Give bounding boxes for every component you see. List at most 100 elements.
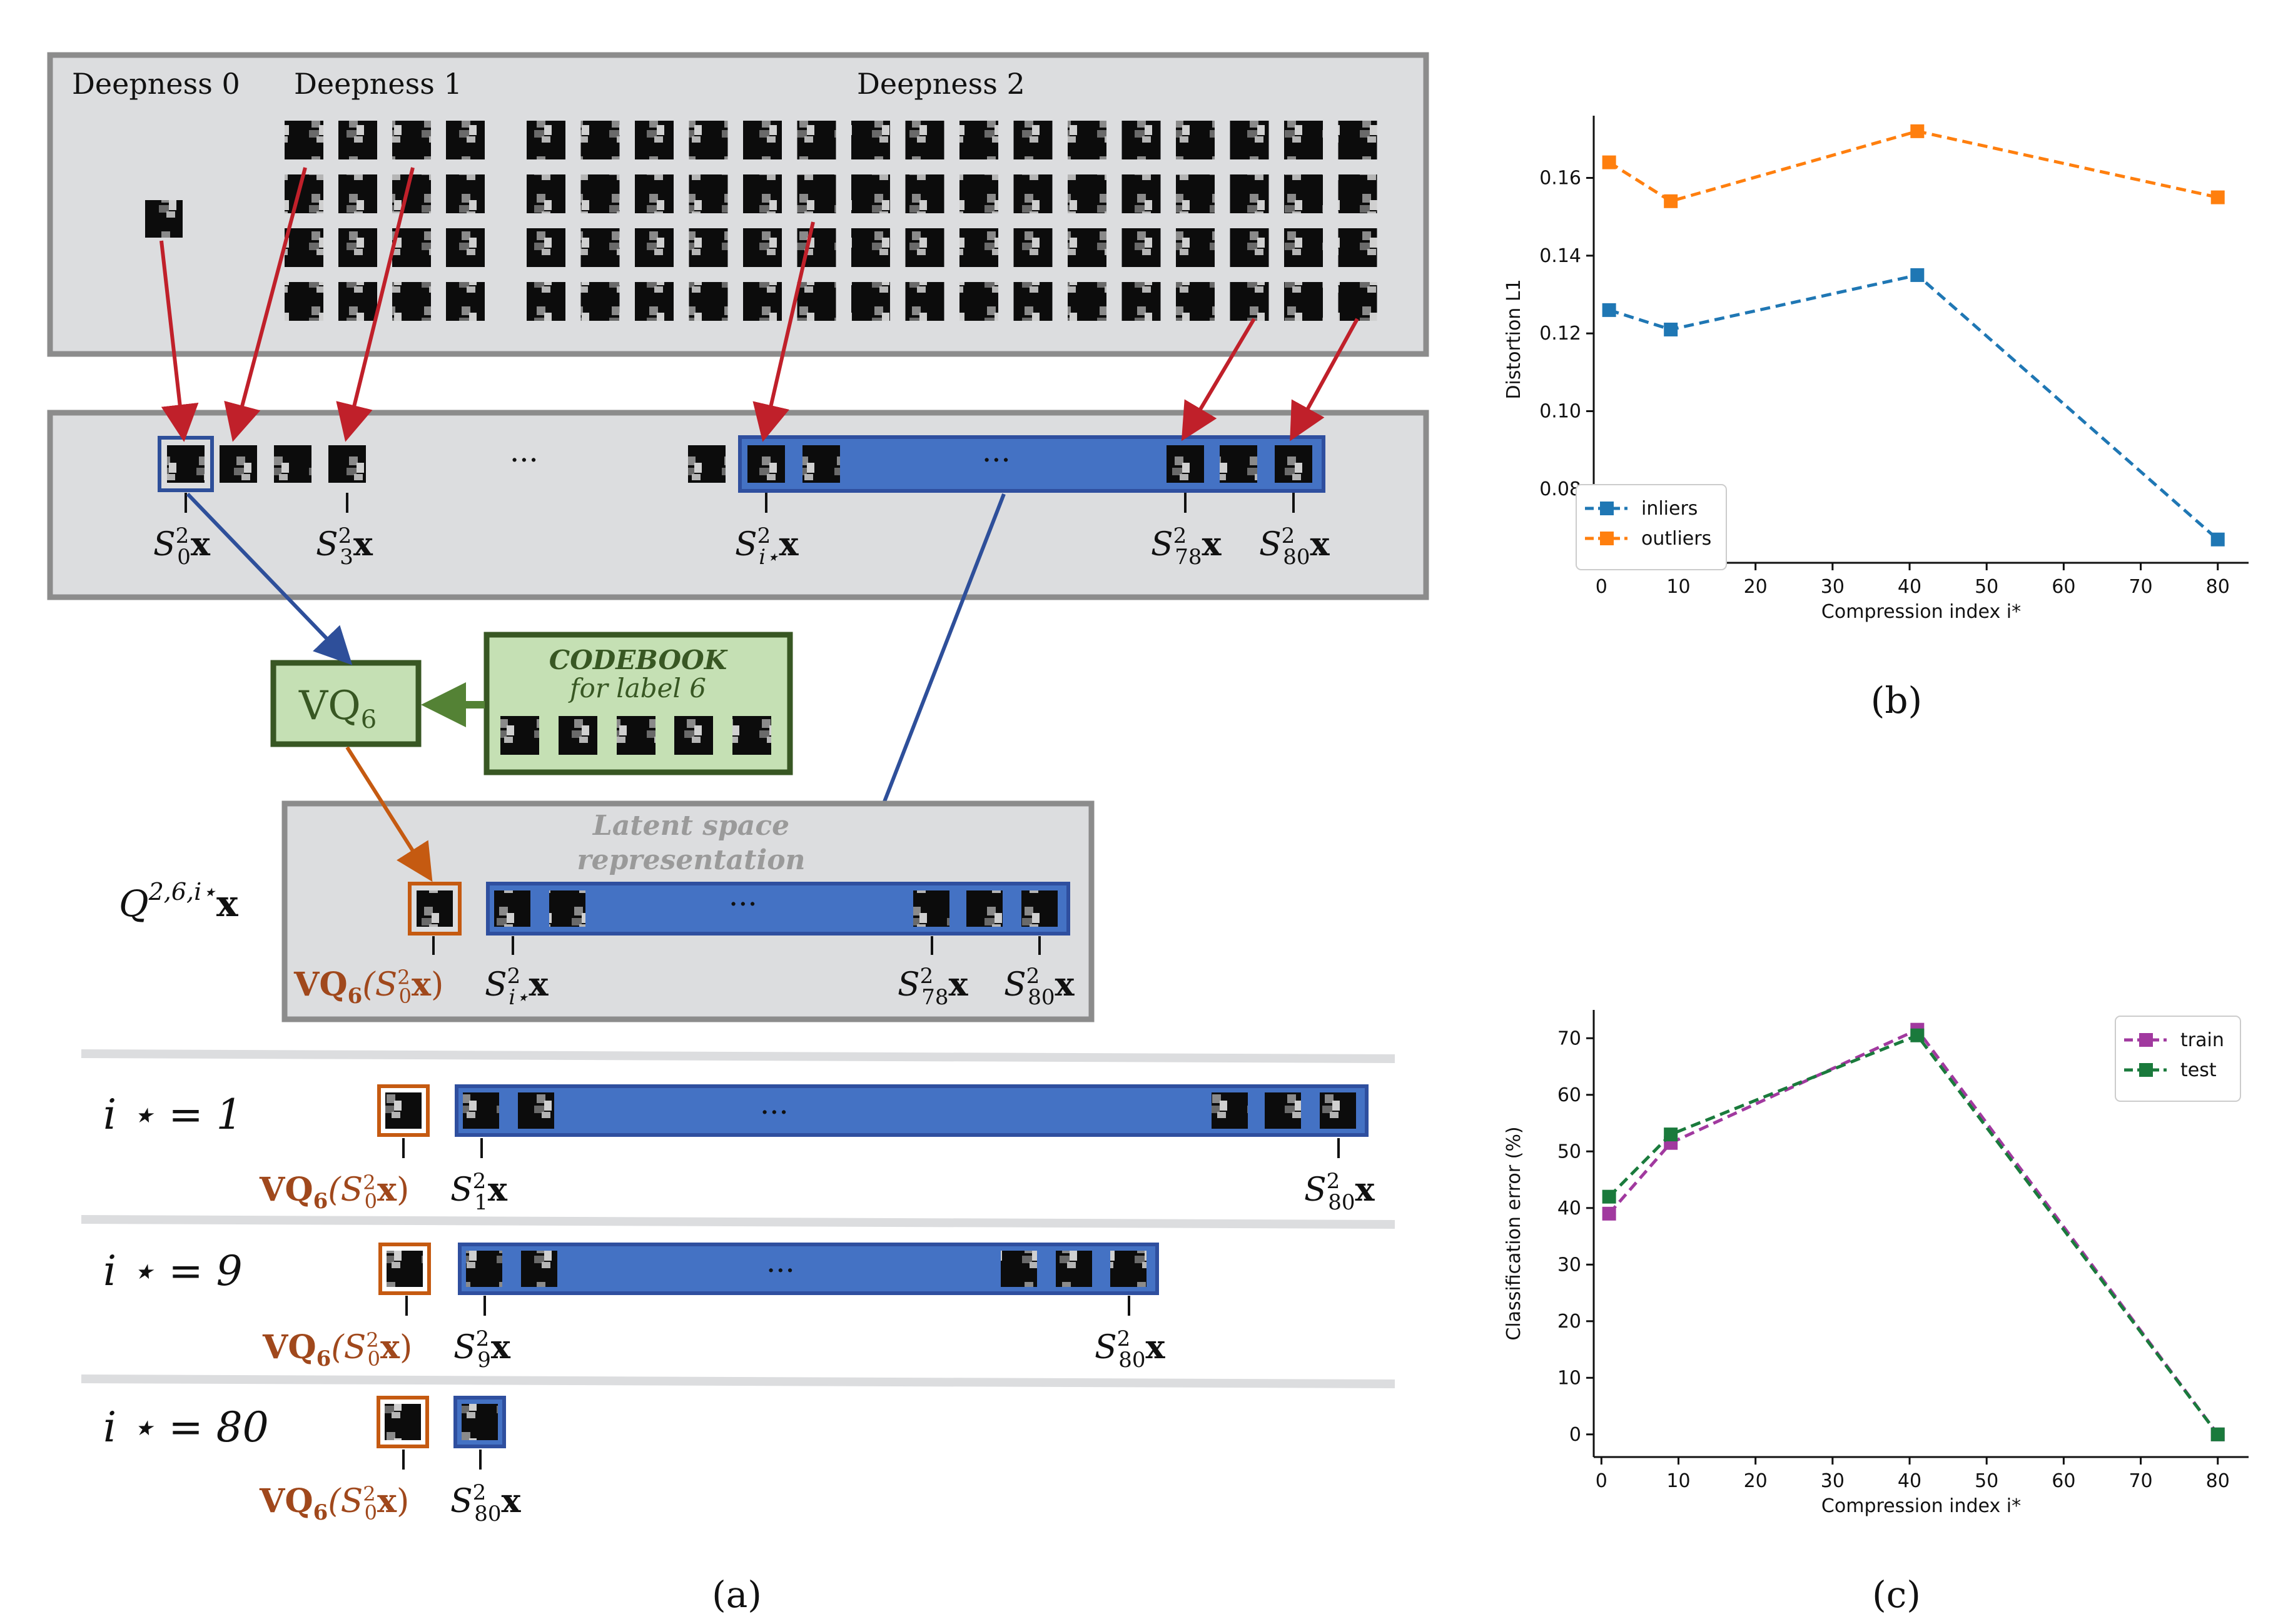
deepness-1-patch bbox=[285, 121, 323, 159]
deepness-2-patch bbox=[743, 174, 782, 213]
deepness-2-patch bbox=[959, 228, 998, 267]
deepness-panel bbox=[47, 52, 1429, 357]
legend-label-train: train bbox=[2180, 1029, 2224, 1051]
latent-s78-patch bbox=[913, 890, 949, 927]
panel-a-label: (a) bbox=[712, 1573, 762, 1616]
deepness-2-patch bbox=[689, 228, 728, 267]
row-9-label: i ⋆ = 9 bbox=[103, 1247, 243, 1295]
s0-patch bbox=[167, 445, 205, 483]
s79-patch bbox=[1220, 445, 1257, 483]
data-point-test bbox=[1602, 1189, 1616, 1204]
deepness-1-patch bbox=[446, 174, 485, 213]
sequence-ellipsis-left: ··· bbox=[510, 443, 539, 478]
deepness-1-patch bbox=[285, 282, 323, 321]
data-point-test bbox=[1910, 1028, 1925, 1042]
deepness-2-patch bbox=[743, 282, 782, 321]
deepness-2-patch bbox=[959, 174, 998, 213]
deepness-2-patch bbox=[797, 282, 836, 321]
latent-tick-lines bbox=[432, 936, 1041, 955]
x-tick-label: 50 bbox=[1975, 576, 1998, 598]
y-tick-label: 50 bbox=[1557, 1141, 1581, 1163]
deepness-2-patch bbox=[797, 174, 836, 213]
vq6-label: VQ6 bbox=[298, 683, 377, 734]
y-tick-label: 0 bbox=[1569, 1424, 1581, 1446]
codebook-title: CODEBOOK bbox=[549, 645, 728, 675]
deepness-2-patch bbox=[1068, 282, 1106, 321]
latent-si-patch bbox=[494, 890, 530, 927]
data-point-outliers bbox=[1664, 194, 1678, 208]
red-arrows bbox=[159, 167, 1359, 442]
deepness-2-patch bbox=[1176, 174, 1215, 213]
legend-label-outliers: outliers bbox=[1641, 528, 1711, 550]
data-point-test bbox=[1664, 1127, 1678, 1142]
deepness-2-patch bbox=[851, 228, 890, 267]
x-tick-label: 60 bbox=[2052, 1470, 2075, 1492]
data-point-test bbox=[2210, 1427, 2225, 1441]
x-tick-label: 40 bbox=[1898, 1470, 1921, 1492]
deepness-2-patch bbox=[797, 121, 836, 159]
y-tick-label: 60 bbox=[1557, 1084, 1581, 1106]
deepness-2-patch bbox=[635, 174, 674, 213]
deepness-2-grid bbox=[527, 121, 1377, 321]
vq6-box bbox=[270, 660, 422, 747]
deepness-2-patch bbox=[1230, 121, 1269, 159]
deepness-1-patch bbox=[446, 282, 485, 321]
deepness-2-patch bbox=[1338, 121, 1377, 159]
x-tick-label: 70 bbox=[2128, 576, 2152, 598]
x-axis-label: Compression index i* bbox=[1821, 601, 2021, 623]
deepness-2-patch bbox=[689, 282, 728, 321]
y-tick-label: 10 bbox=[1557, 1367, 1581, 1389]
deepness-2-patch bbox=[959, 282, 998, 321]
deepness-2-patch bbox=[905, 228, 944, 267]
deepness-1-patch bbox=[285, 228, 323, 267]
deepness-2-patch bbox=[527, 121, 565, 159]
latent-s80-patch bbox=[1021, 890, 1058, 927]
deepness-2-patch bbox=[1121, 174, 1161, 213]
deepness-0-patch bbox=[145, 200, 183, 238]
latent-s79-patch bbox=[966, 890, 1003, 927]
x-tick-label: 10 bbox=[1666, 1470, 1690, 1492]
x-tick-label: 80 bbox=[2206, 1470, 2230, 1492]
deepness-1-patch bbox=[338, 282, 377, 321]
deepness-2-patch bbox=[1121, 282, 1161, 321]
data-point-outliers bbox=[1602, 155, 1616, 169]
deepness-2-patch bbox=[1284, 228, 1323, 267]
y-tick-label: 0.12 bbox=[1539, 323, 1581, 345]
deepness-2-patch bbox=[905, 174, 944, 213]
deepness-1-patch bbox=[446, 228, 485, 267]
deepness-2-patch bbox=[580, 282, 620, 321]
separator-1 bbox=[81, 1049, 1395, 1063]
y-tick-label: 40 bbox=[1557, 1198, 1581, 1219]
deepness-2-patch bbox=[1284, 174, 1323, 213]
data-point-inliers bbox=[1664, 322, 1678, 336]
deepness-1-grid bbox=[285, 121, 485, 321]
x-axis-label: Compression index i* bbox=[1821, 1495, 2021, 1517]
deepness-1-patch bbox=[392, 174, 431, 213]
deepness-2-patch bbox=[1121, 121, 1161, 159]
deepness-2-patch bbox=[580, 174, 620, 213]
x-tick-label: 20 bbox=[1744, 576, 1768, 598]
deepness-2-patch bbox=[1013, 282, 1053, 321]
deepness-2-patch bbox=[527, 174, 565, 213]
codebook-subtitle: for label 6 bbox=[568, 673, 706, 704]
deepness-1-patch bbox=[338, 121, 377, 159]
deepness-2-patch bbox=[851, 121, 890, 159]
deepness-1-label: Deepness 1 bbox=[294, 67, 462, 101]
deepness-2-patch bbox=[905, 282, 944, 321]
deepness-2-patch bbox=[743, 121, 782, 159]
deepness-2-patch bbox=[905, 121, 944, 159]
deepness-2-patch bbox=[580, 228, 620, 267]
deepness-2-patch bbox=[689, 174, 728, 213]
deepness-2-patch bbox=[1013, 228, 1053, 267]
data-point-outliers bbox=[2210, 190, 2225, 204]
deepness-2-patch bbox=[527, 228, 565, 267]
deepness-2-patch bbox=[1284, 121, 1323, 159]
